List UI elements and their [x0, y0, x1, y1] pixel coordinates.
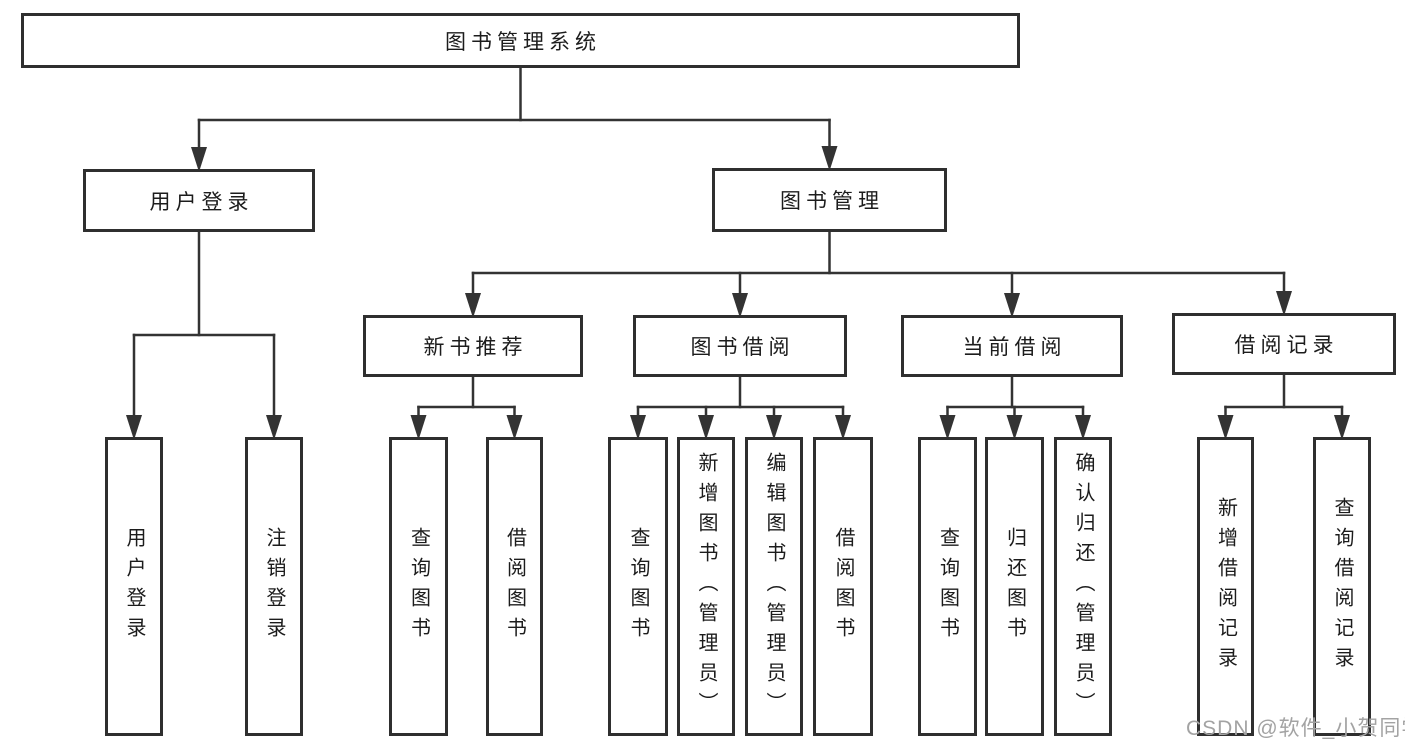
node-leaf-new-borrow: 借阅图书	[486, 437, 543, 736]
arrowhead-icon	[465, 293, 481, 318]
arrowhead-icon	[1217, 415, 1234, 440]
node-book-borrow: 图书借阅	[633, 315, 847, 377]
node-label-root: 图书管理系统	[445, 30, 601, 54]
arrowhead-icon	[266, 415, 282, 440]
node-label-current-borrow: 当前借阅	[962, 336, 1067, 359]
node-label-borrow-records: 借阅记录	[1234, 334, 1339, 357]
arrowhead-icon	[410, 415, 427, 440]
node-user-login: 用户登录	[83, 169, 315, 232]
node-label-leaf-bb-edit: 编辑图书（管理员）	[763, 451, 785, 722]
node-leaf-cb-query: 查询图书	[918, 437, 977, 736]
arrowhead-icon	[191, 147, 207, 172]
node-label-leaf-new-query: 查询图书	[407, 526, 430, 647]
node-leaf-cb-confirm: 确认归还（管理员）	[1054, 437, 1112, 736]
node-leaf-bb-query: 查询图书	[608, 437, 668, 736]
node-label-leaf-bb-query: 查询图书	[627, 526, 649, 647]
node-label-leaf-cb-query: 查询图书	[936, 526, 959, 647]
arrowhead-icon	[698, 415, 714, 440]
node-label-book-mgmt: 图书管理	[780, 190, 884, 213]
node-leaf-user-login: 用户登录	[105, 437, 163, 736]
arrowhead-icon	[1276, 291, 1292, 316]
arrowhead-icon	[766, 415, 782, 440]
node-leaf-bb-edit: 编辑图书（管理员）	[745, 437, 803, 736]
arrowhead-icon	[1006, 415, 1023, 440]
node-leaf-bb-borrow: 借阅图书	[813, 437, 873, 736]
node-book-mgmt: 图书管理	[712, 168, 947, 232]
node-label-leaf-cb-confirm: 确认归还（管理员）	[1072, 451, 1094, 722]
arrowhead-icon	[630, 415, 646, 440]
arrowhead-icon	[1004, 293, 1020, 318]
node-label-leaf-logout: 注销登录	[263, 526, 285, 647]
arrowhead-icon	[506, 415, 523, 440]
node-leaf-bb-add: 新增图书（管理员）	[677, 437, 735, 736]
node-label-new-books: 新书推荐	[423, 336, 528, 359]
arrowhead-icon	[732, 293, 748, 318]
arrowhead-icon	[835, 415, 851, 440]
arrowhead-icon	[1075, 415, 1091, 440]
node-label-user-login: 用户登录	[149, 190, 254, 214]
node-label-leaf-new-borrow: 借阅图书	[503, 526, 526, 647]
node-root: 图书管理系统	[21, 13, 1020, 68]
node-leaf-rec-add: 新增借阅记录	[1197, 437, 1254, 736]
node-new-books: 新书推荐	[363, 315, 583, 377]
node-label-book-borrow: 图书借阅	[690, 336, 795, 359]
arrowhead-icon	[126, 415, 142, 440]
node-label-leaf-bb-add: 新增图书（管理员）	[695, 451, 717, 722]
node-label-leaf-user-login: 用户登录	[123, 526, 145, 647]
node-current-borrow: 当前借阅	[901, 315, 1123, 377]
arrowhead-icon	[1334, 415, 1350, 440]
node-borrow-records: 借阅记录	[1172, 313, 1396, 375]
arrowhead-icon	[939, 415, 956, 440]
node-leaf-cb-return: 归还图书	[985, 437, 1044, 736]
node-label-leaf-cb-return: 归还图书	[1003, 526, 1026, 647]
node-label-leaf-rec-query: 查询借阅记录	[1331, 496, 1353, 677]
node-leaf-logout: 注销登录	[245, 437, 303, 736]
node-leaf-rec-query: 查询借阅记录	[1313, 437, 1371, 736]
arrowhead-icon	[821, 146, 838, 171]
node-label-leaf-rec-add: 新增借阅记录	[1214, 496, 1237, 677]
node-leaf-new-query: 查询图书	[389, 437, 448, 736]
node-label-leaf-bb-borrow: 借阅图书	[832, 526, 854, 647]
